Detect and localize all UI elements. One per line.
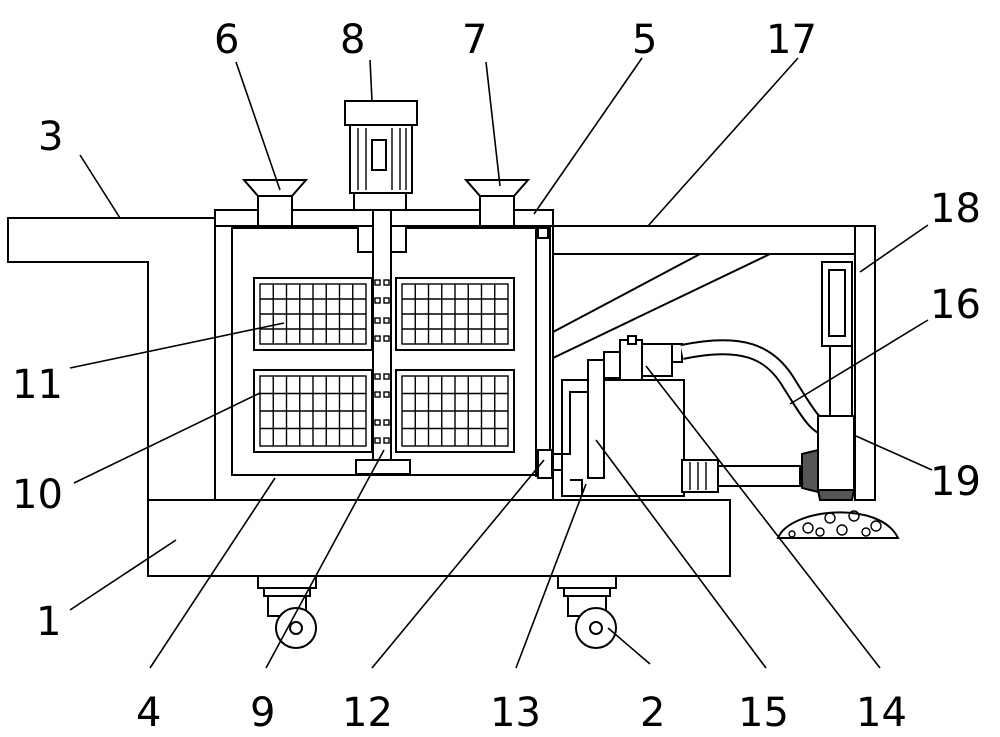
label-18: 18 (930, 186, 981, 232)
label-5: 5 (632, 17, 657, 63)
brush-head (801, 345, 856, 501)
paddle-upper-left (253, 277, 373, 351)
label-13: 13 (490, 690, 541, 736)
handle-frame (7, 217, 215, 500)
caster-left (257, 575, 317, 649)
outlet-pipe (535, 225, 553, 479)
label-12: 12 (342, 690, 393, 736)
label-15: 15 (738, 690, 789, 736)
label-16: 16 (930, 282, 981, 328)
label-10: 10 (12, 472, 63, 518)
hose-fill (680, 341, 832, 436)
label-4: 4 (136, 690, 161, 736)
label-14: 14 (856, 690, 907, 736)
label-11: 11 (12, 362, 63, 408)
base-platform (147, 499, 731, 577)
paddle-upper-right (395, 277, 515, 351)
label-6: 6 (214, 17, 239, 63)
label-19: 19 (930, 459, 981, 505)
paddle-lower-right (395, 369, 515, 453)
caster-right (557, 575, 617, 649)
feed-funnel-right (463, 179, 531, 227)
label-8: 8 (340, 17, 365, 63)
shaft-bolts (374, 279, 390, 444)
label-1: 1 (36, 599, 61, 645)
motor (344, 100, 418, 211)
label-9: 9 (250, 690, 275, 736)
paddle-lower-left (253, 369, 373, 453)
brush-motor (681, 459, 801, 493)
label-3: 3 (38, 114, 63, 160)
part-labels: 6 8 7 5 17 3 18 16 11 19 10 1 4 9 12 13 … (12, 17, 981, 736)
mesh-paddles (253, 277, 515, 453)
feed-funnel-left (241, 179, 309, 227)
leader-lines (69, 57, 933, 669)
label-7: 7 (462, 17, 487, 63)
indicator-panel (821, 261, 853, 347)
support-frame (552, 225, 876, 501)
water-pump (603, 335, 683, 381)
label-2: 2 (640, 690, 665, 736)
label-17: 17 (766, 17, 817, 63)
pump-box (552, 359, 685, 497)
cleaning-pad (776, 510, 900, 539)
